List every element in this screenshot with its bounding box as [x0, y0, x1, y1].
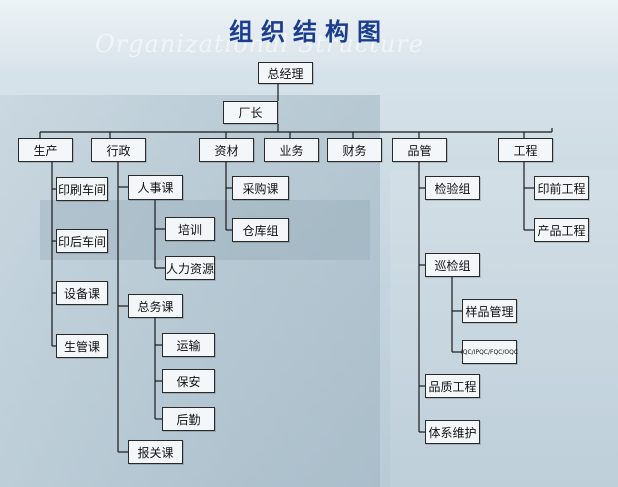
node-printing-workshop: 印刷车间: [56, 177, 108, 201]
node-system-maintenance: 体系维护: [425, 420, 480, 444]
node-finance: 财务: [327, 138, 382, 162]
node-product-engineering: 产品工程: [534, 218, 589, 242]
node-training: 培训: [165, 217, 215, 241]
node-equipment-section: 设备课: [56, 281, 108, 305]
node-human-resources: 人力资源: [165, 256, 215, 280]
node-post-press-workshop: 印后车间: [56, 229, 108, 253]
node-business: 业务: [264, 138, 319, 162]
node-hr-section: 人事课: [128, 175, 183, 200]
node-logistics: 后勤: [162, 407, 215, 431]
node-production-mgmt-section: 生管课: [56, 334, 108, 358]
page-title: 组织结构图: [229, 18, 389, 46]
node-security: 保安: [162, 369, 215, 393]
header-band: [0, 0, 618, 70]
node-transport: 运输: [162, 333, 215, 357]
node-quality-engineering: 品质工程: [425, 374, 480, 398]
node-patrol-inspection-group: 巡检组: [425, 253, 480, 277]
node-administration: 行政: [91, 138, 146, 162]
node-customs-section: 报关课: [128, 440, 183, 464]
node-sample-management: 样品管理: [462, 299, 517, 323]
subtitle-watermark: Organizational Structure: [95, 30, 424, 58]
node-factory-director: 厂长: [223, 101, 278, 124]
node-engineering: 工程: [498, 138, 553, 162]
node-general-affairs-section: 总务课: [128, 294, 183, 318]
node-general-manager: 总经理: [258, 62, 313, 84]
node-quality-control: 品管: [392, 138, 447, 162]
node-inspection-group: 检验组: [425, 176, 480, 200]
node-iqc-ipqc-fqc-oqc: IQC/IPQC/FQC/OQC: [461, 340, 518, 364]
node-materials: 资材: [199, 138, 254, 162]
node-warehouse-group: 仓库组: [232, 218, 289, 242]
node-prepress-engineering: 印前工程: [534, 176, 589, 200]
node-purchasing-section: 采购课: [232, 176, 289, 200]
node-production: 生产: [18, 138, 73, 162]
